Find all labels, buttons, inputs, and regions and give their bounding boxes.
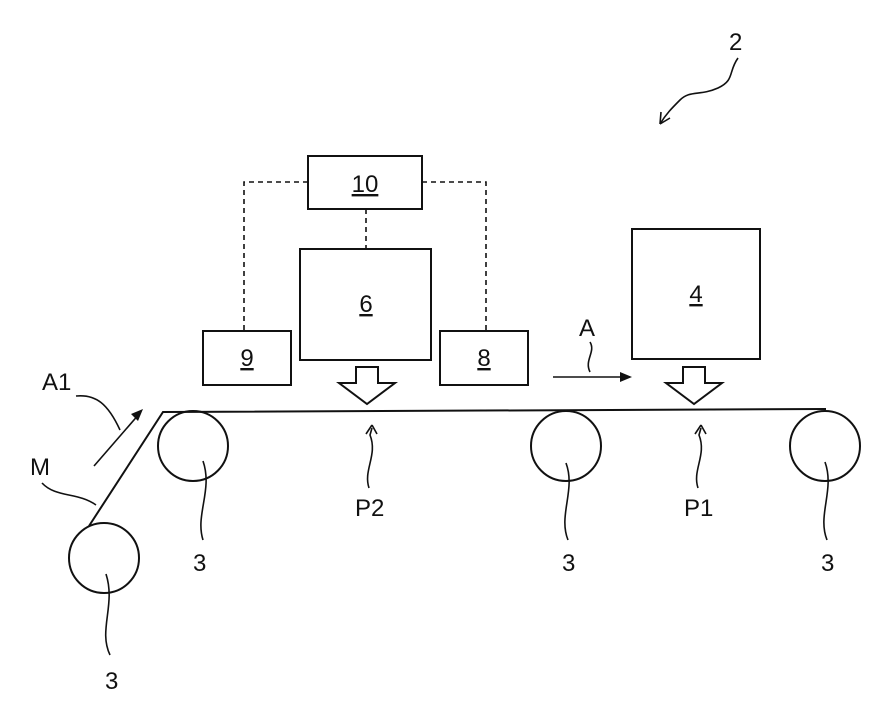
- roller-left: [158, 411, 228, 481]
- unit-8-label: 8: [477, 345, 490, 372]
- position-p2-label: P2: [355, 495, 384, 522]
- direction-a-leader: [588, 342, 591, 372]
- hollow-down-arrow-p2: [339, 367, 395, 404]
- direction-a1-arrowhead: [131, 409, 143, 421]
- medium-web: [89, 409, 826, 526]
- direction-a1-label: A1: [42, 369, 71, 396]
- roller-middle-label: 3: [562, 550, 575, 577]
- roller-feed-leader: [106, 574, 110, 655]
- figure-leader-line: [660, 58, 738, 124]
- roller-right: [790, 411, 860, 481]
- medium-label: M: [30, 454, 50, 481]
- p1-leader: [697, 428, 702, 488]
- roller-middle: [531, 411, 601, 481]
- medium-leader: [42, 483, 96, 505]
- roller-feed-label: 3: [105, 668, 118, 695]
- direction-a-arrowhead: [620, 372, 632, 382]
- roller-left-label: 3: [193, 550, 206, 577]
- p2-leader: [368, 428, 373, 488]
- direction-a-label: A: [579, 315, 595, 342]
- unit-9-label: 9: [240, 345, 253, 372]
- position-p1-label: P1: [684, 495, 713, 522]
- figure-number: 2: [729, 29, 742, 56]
- roller-middle-leader: [565, 463, 569, 540]
- roller-right-label: 3: [821, 550, 834, 577]
- roller-left-leader: [201, 461, 206, 540]
- unit-6-label: 6: [359, 291, 372, 318]
- direction-a1-leader: [76, 396, 120, 430]
- controller-label: 10: [352, 171, 379, 198]
- roller-right-leader: [824, 462, 828, 540]
- dashed-link-to-9: [244, 182, 308, 331]
- hollow-down-arrow-p1: [666, 367, 722, 404]
- unit-4-label: 4: [689, 281, 702, 308]
- roller-feed: [69, 523, 139, 593]
